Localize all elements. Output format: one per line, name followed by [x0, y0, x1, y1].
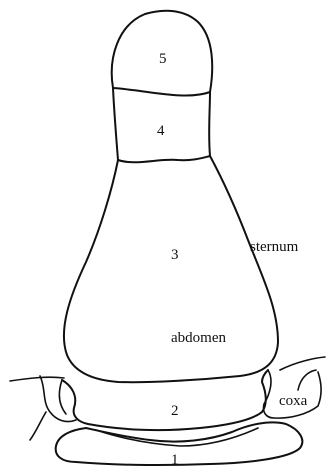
label-3: 3	[171, 247, 179, 263]
segment-2-outline	[62, 370, 268, 430]
label-5: 5	[159, 51, 167, 67]
label-sternum: sternum	[250, 239, 299, 255]
label-1: 1	[171, 452, 179, 468]
label-coxa: coxa	[279, 393, 308, 409]
base-line	[10, 357, 325, 381]
label-abdomen: abdomen	[171, 330, 226, 346]
segment-3-outline	[64, 156, 278, 382]
label-2: 2	[171, 403, 179, 419]
label-4: 4	[157, 123, 165, 139]
